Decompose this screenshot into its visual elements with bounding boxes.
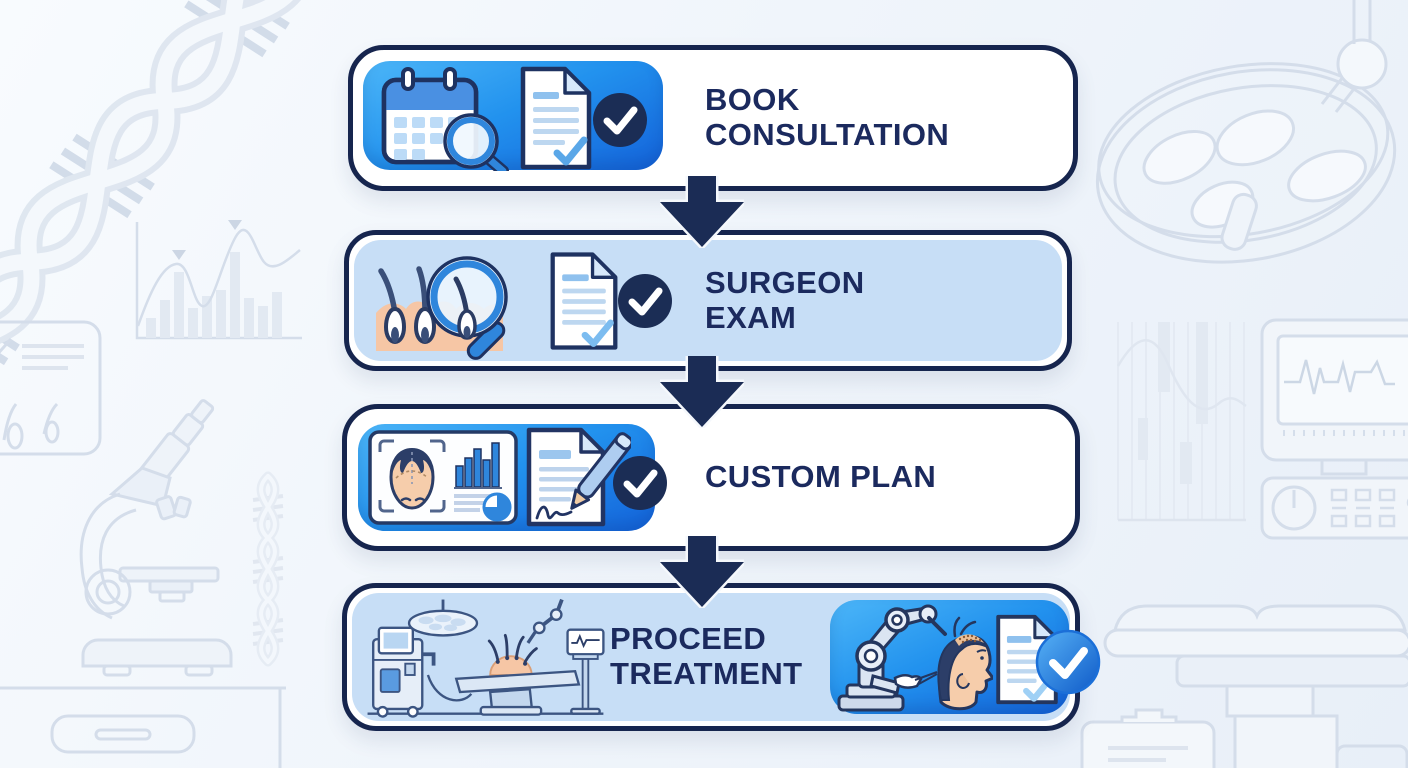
down-arrow-1 (660, 176, 744, 248)
step4-label-line2: TREATMENT (610, 656, 803, 691)
operating-table-icon (1103, 604, 1408, 768)
step-card-4: PROCEED TREATMENT (342, 583, 1101, 731)
document-check-icon (550, 252, 618, 350)
step2-label-line1: SURGEON (705, 264, 865, 300)
calendar-search-icon (381, 67, 509, 171)
head-scan-analysis-icon (368, 430, 518, 525)
check-badge-icon (618, 274, 672, 328)
clipboard-icon (1080, 708, 1408, 768)
step4-label-line1: PROCEED (610, 621, 767, 657)
document-check-icon (520, 66, 592, 170)
step3-label-line1: CUSTOM PLAN (705, 459, 937, 495)
down-arrow-2 (660, 356, 744, 428)
surgical-light-icon (1095, 0, 1397, 264)
step-card-2: SURGEON EXAM (344, 230, 1072, 371)
operating-room-icon (367, 598, 605, 718)
checklist-follicle-card-icon (0, 320, 102, 456)
step3-label: CUSTOM PLAN (705, 409, 936, 546)
check-badge-icon (593, 93, 647, 147)
microscope-icon (79, 399, 233, 677)
step1-label: BOOK CONSULTATION (705, 50, 949, 186)
step4-label: PROCEED TREATMENT (610, 588, 802, 726)
document-check-icon (996, 614, 1058, 705)
dna-helix-icon (0, 0, 316, 437)
document-pen-icon (526, 427, 631, 527)
lab-desk-icon (0, 686, 286, 768)
analytics-curve-chart-icon (135, 220, 302, 340)
candlestick-chart-icon (1116, 322, 1247, 522)
step2-label: SURGEON EXAM (705, 235, 865, 366)
ecg-monitor-icon (1260, 318, 1408, 476)
check-badge-icon (613, 456, 667, 510)
control-panel-icon (1260, 476, 1408, 540)
step-card-1: BOOK CONSULTATION (348, 45, 1078, 191)
step1-label-line2: CONSULTATION (705, 117, 950, 152)
dna-strand-small-icon (252, 471, 284, 667)
scalp-follicle-magnifier-icon (376, 256, 508, 360)
check-badge-blue-icon (1035, 629, 1101, 695)
robotic-hair-transplant-icon (837, 604, 993, 712)
step1-label-line1: BOOK (705, 82, 800, 118)
step2-label-line2: EXAM (705, 299, 797, 335)
down-arrow-3 (660, 536, 744, 608)
